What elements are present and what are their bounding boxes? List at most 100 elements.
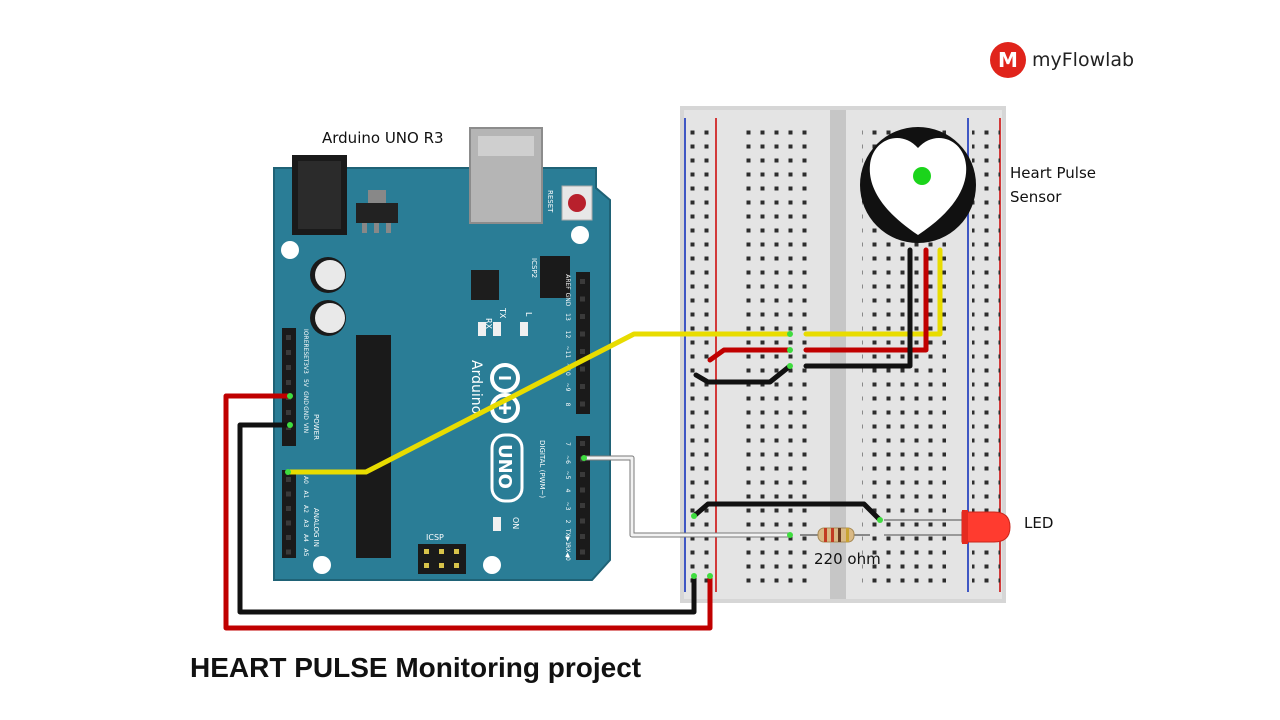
usb-connector-top <box>478 136 534 156</box>
l-led <box>520 322 528 336</box>
pin-label: 12 <box>564 331 571 339</box>
myflowlab-logo: M myFlowlab <box>990 42 1134 78</box>
icsp-header <box>418 544 466 574</box>
pin-label: ~11 <box>564 346 571 359</box>
resistor <box>800 527 870 543</box>
header-pin <box>580 518 585 524</box>
pin-label: A1 <box>302 491 309 499</box>
resistor-label: 220 ohm <box>814 550 881 568</box>
pin-label: VIN <box>302 423 309 433</box>
digital-header-top <box>576 272 590 414</box>
analog-section-label: ANALOG IN <box>312 508 320 547</box>
pin-label: ~9 <box>564 383 571 392</box>
pin-label: 8 <box>564 403 571 407</box>
uno-text: UNO <box>494 444 515 489</box>
tx-led <box>493 322 501 336</box>
sensor-wire-red <box>803 247 929 353</box>
rx-label: RX <box>484 318 493 330</box>
pin-label: ~3 <box>564 502 571 511</box>
digital-header-bottom <box>576 436 590 560</box>
pin-label: A3 <box>302 520 309 528</box>
pin-label: A0 <box>302 476 309 484</box>
pin-label: TX▶1 <box>564 528 571 545</box>
wire-red-5v <box>223 393 713 631</box>
led <box>884 510 1011 544</box>
pulse-sensor <box>860 127 976 243</box>
uno-badge <box>490 433 524 503</box>
tx-label: TX <box>498 307 507 319</box>
wires <box>223 247 943 631</box>
l-label: L <box>524 312 533 317</box>
arduino-board: RESET ICSP2 RX TX L Arduino UNO <box>273 127 611 581</box>
wire-red-breadboard <box>707 347 793 363</box>
sensor-wire-yellow <box>803 247 943 337</box>
icsp2-label: ICSP2 <box>530 258 538 278</box>
atmega-chip <box>356 335 391 558</box>
header-pin <box>580 366 585 372</box>
pin-label: A4 <box>302 534 309 542</box>
led-body <box>961 511 1011 543</box>
header-pin <box>286 491 291 497</box>
header-pin <box>580 384 585 389</box>
pin-label: ~5 <box>564 471 571 480</box>
power-jack-inner <box>298 161 341 229</box>
header-pin <box>580 534 585 539</box>
breadboard-center-channel <box>830 110 846 599</box>
header-pin <box>580 279 585 284</box>
page-title: HEART PULSE Monitoring project <box>190 652 642 683</box>
terminal-holes-left <box>738 128 808 588</box>
wire-black-led <box>691 501 883 523</box>
header-pin <box>286 350 291 355</box>
pin-label: GND <box>302 406 309 420</box>
header-pin <box>286 506 291 511</box>
pin-label: 3V3 <box>302 362 309 374</box>
power-section-label: POWER <box>312 414 320 440</box>
reset-label: RESET <box>546 190 554 213</box>
pin-label: 7 <box>564 442 571 446</box>
icsp-label: ICSP <box>426 533 444 542</box>
logo-text: myFlowlab <box>1032 49 1135 71</box>
pin-label: A2 <box>302 505 309 513</box>
pin-label: ~6 <box>564 455 571 464</box>
sensor-label-line1: Heart Pulse <box>1010 164 1096 182</box>
header-pin <box>580 331 585 337</box>
regulator-tab <box>368 190 386 203</box>
header-pin <box>286 549 291 555</box>
sensor-led-dot <box>913 167 931 185</box>
pin-label: 5V <box>302 379 309 388</box>
header-pin <box>580 349 585 354</box>
rail-holes-right <box>972 128 1000 588</box>
header-pin <box>580 441 585 446</box>
pin-label: AREF <box>564 274 571 290</box>
mounting-hole <box>281 241 299 259</box>
rx-led <box>478 322 486 336</box>
header-pin <box>286 335 291 340</box>
header-pin <box>580 549 585 555</box>
wire-black-breadboard <box>693 363 793 385</box>
wire-yellow-signal <box>285 331 793 475</box>
pin-label: GND <box>302 391 309 405</box>
header-pin <box>580 401 585 407</box>
pin-label: A5 <box>302 549 309 557</box>
voltage-regulator <box>356 203 398 223</box>
mounting-hole <box>571 226 589 244</box>
header-pin <box>286 520 291 526</box>
header-pin <box>580 296 585 302</box>
pin-label: 2 <box>564 520 571 524</box>
wire-black-gnd <box>237 422 697 615</box>
sensor-wire-black <box>803 247 913 369</box>
pin-label: IOREF <box>302 329 309 347</box>
pin-label: 4 <box>564 489 571 493</box>
led-label: LED <box>1024 514 1053 532</box>
header-pin <box>580 314 585 319</box>
pin-label: GND <box>564 293 571 307</box>
header-pin <box>580 487 585 493</box>
logo-badge: M <box>990 42 1026 78</box>
header-pin <box>286 410 291 415</box>
pin-label: 13 <box>564 313 571 321</box>
header-pin <box>286 365 291 370</box>
mounting-hole <box>313 556 331 574</box>
